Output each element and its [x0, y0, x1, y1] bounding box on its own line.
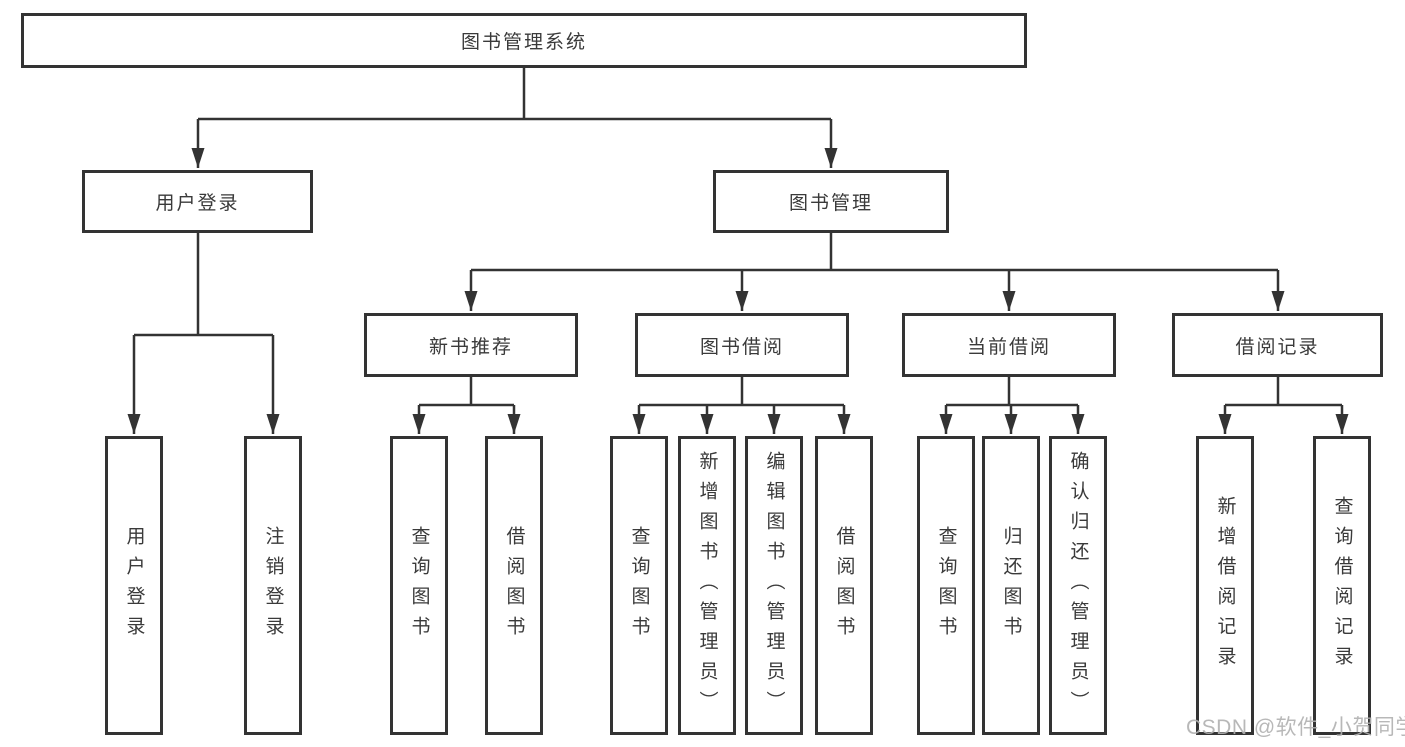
node-label: 借阅记录 — [1235, 336, 1320, 358]
node-label: 借阅图书 — [833, 525, 855, 646]
node-library-management-system: 图书管理系统 — [21, 13, 1027, 68]
leaf-query-books-recommend: 查询图书 — [390, 436, 448, 735]
node-label: 查询图书 — [628, 525, 650, 646]
node-borrowing-records: 借阅记录 — [1172, 313, 1383, 377]
node-label: 查询图书 — [408, 525, 430, 646]
node-book-borrowing: 图书借阅 — [635, 313, 849, 377]
node-label: 用户登录 — [123, 525, 145, 646]
node-label: 编辑图书（管理员） — [763, 450, 785, 721]
leaf-query-borrow-record: 查询借阅记录 — [1313, 436, 1371, 735]
node-label: 新增图书（管理员） — [696, 450, 718, 721]
leaf-query-books-current: 查询图书 — [917, 436, 975, 735]
node-label: 查询借阅记录 — [1331, 495, 1353, 676]
leaf-logout: 注销登录 — [244, 436, 302, 735]
leaf-borrow-books-recommend: 借阅图书 — [485, 436, 543, 735]
csdn-watermark: CSDN @软件_小贺同学 — [1186, 716, 1405, 739]
leaf-query-books-borrowing: 查询图书 — [610, 436, 668, 735]
node-label: 查询图书 — [935, 525, 957, 646]
node-label: 图书管理系统 — [460, 32, 587, 53]
node-new-book-recommendation: 新书推荐 — [364, 313, 578, 377]
node-label: 确认归还（管理员） — [1067, 450, 1089, 721]
node-label: 图书借阅 — [699, 336, 784, 358]
node-label: 注销登录 — [262, 525, 284, 646]
node-label: 用户登录 — [155, 193, 240, 214]
node-label: 新增借阅记录 — [1214, 495, 1236, 676]
node-current-borrowing: 当前借阅 — [902, 313, 1116, 377]
node-label: 图书管理 — [788, 193, 873, 214]
leaf-user-login: 用户登录 — [105, 436, 163, 735]
leaf-add-books-admin: 新增图书（管理员） — [678, 436, 736, 735]
node-book-management: 图书管理 — [713, 170, 949, 233]
leaf-edit-books-admin: 编辑图书（管理员） — [745, 436, 803, 735]
leaf-borrow-books-borrowing: 借阅图书 — [815, 436, 873, 735]
leaf-add-borrow-record: 新增借阅记录 — [1196, 436, 1254, 735]
leaf-return-books: 归还图书 — [982, 436, 1040, 735]
node-label: 当前借阅 — [966, 336, 1051, 358]
node-user-login: 用户登录 — [82, 170, 313, 233]
node-label: 新书推荐 — [428, 336, 513, 358]
node-label: 归还图书 — [1000, 525, 1022, 646]
leaf-confirm-return-admin: 确认归还（管理员） — [1049, 436, 1107, 735]
node-label: 借阅图书 — [503, 525, 525, 646]
